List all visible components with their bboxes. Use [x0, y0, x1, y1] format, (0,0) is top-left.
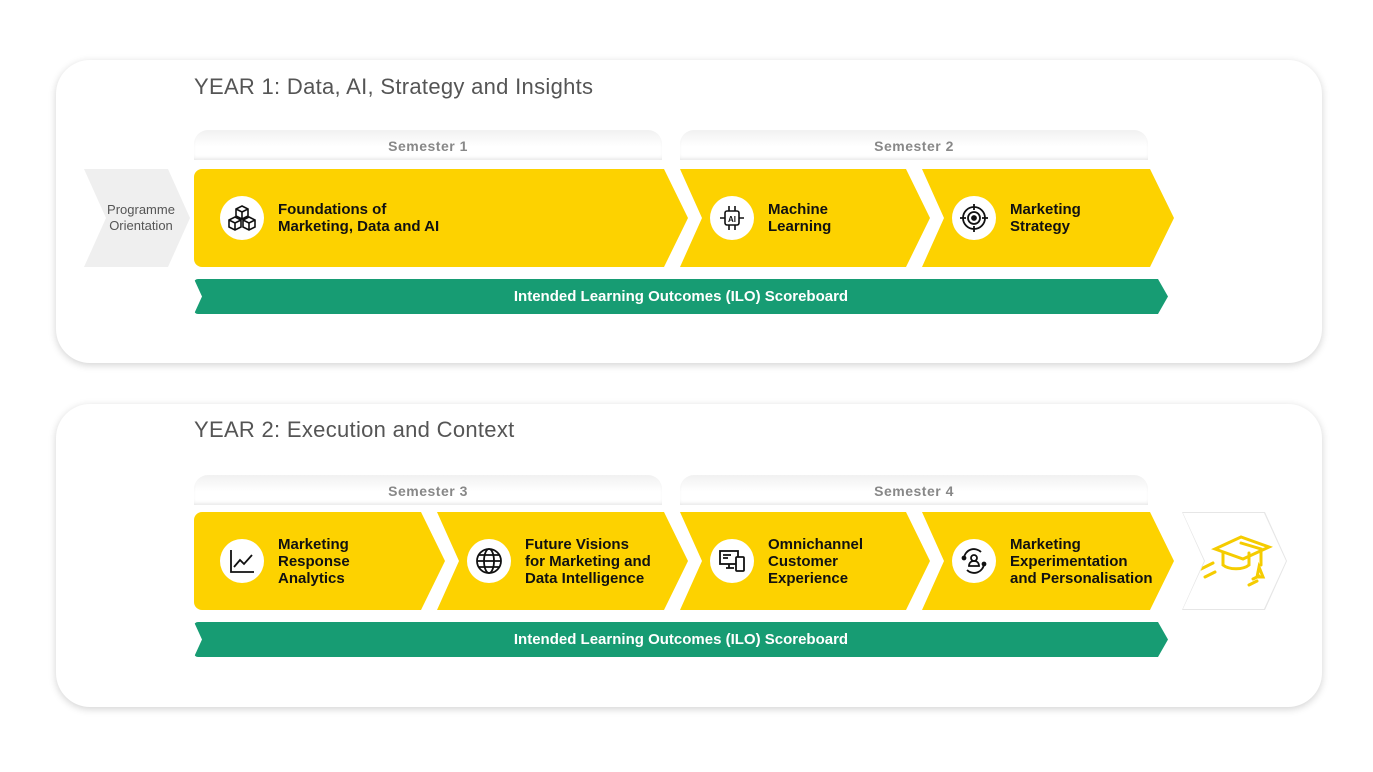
module-foundations: Foundations of Marketing, Data and AI [194, 169, 688, 267]
module-label: Future Visions for Marketing and Data In… [525, 535, 651, 587]
devices-icon [710, 539, 754, 583]
globe-icon [467, 539, 511, 583]
module-label: Marketing Strategy [1010, 201, 1081, 235]
module-label: Marketing Experimentation and Personalis… [1010, 535, 1153, 587]
module-label: Machine Learning [768, 201, 832, 235]
graduation-cap-icon [1197, 531, 1273, 591]
module-machine-learning: AI Machine Learning [680, 169, 930, 267]
ai-chip-icon: AI [710, 196, 754, 240]
graduation-chevron [1182, 512, 1287, 610]
module-label: Marketing Response Analytics [278, 535, 350, 587]
semester-4-header: Semester 4 [680, 475, 1148, 505]
cubes-icon [220, 196, 264, 240]
svg-text:AI: AI [728, 215, 736, 224]
module-marketing-strategy: Marketing Strategy [922, 169, 1174, 267]
module-omnichannel: Omnichannel Customer Experience [680, 512, 930, 610]
ilo-scoreboard-year2: Intended Learning Outcomes (ILO) Scorebo… [194, 622, 1168, 657]
module-experimentation-personalisation: Marketing Experimentation and Personalis… [922, 512, 1174, 610]
ilo-scoreboard-year1: Intended Learning Outcomes (ILO) Scorebo… [194, 279, 1168, 314]
line-chart-icon [220, 539, 264, 583]
semester-3-header: Semester 3 [194, 475, 662, 505]
year1-title: YEAR 1: Data, AI, Strategy and Insights [194, 74, 594, 99]
semester-2-header: Semester 2 [680, 130, 1148, 160]
module-future-visions: Future Visions for Marketing and Data In… [437, 512, 688, 610]
module-label: Foundations of Marketing, Data and AI [278, 201, 440, 235]
target-icon [952, 196, 996, 240]
person-cycle-icon [952, 539, 996, 583]
semester-1-header: Semester 1 [194, 130, 662, 160]
year2-title: YEAR 2: Execution and Context [194, 417, 515, 442]
module-label: Omnichannel Customer Experience [768, 535, 864, 587]
module-marketing-response-analytics: Marketing Response Analytics [194, 512, 445, 610]
